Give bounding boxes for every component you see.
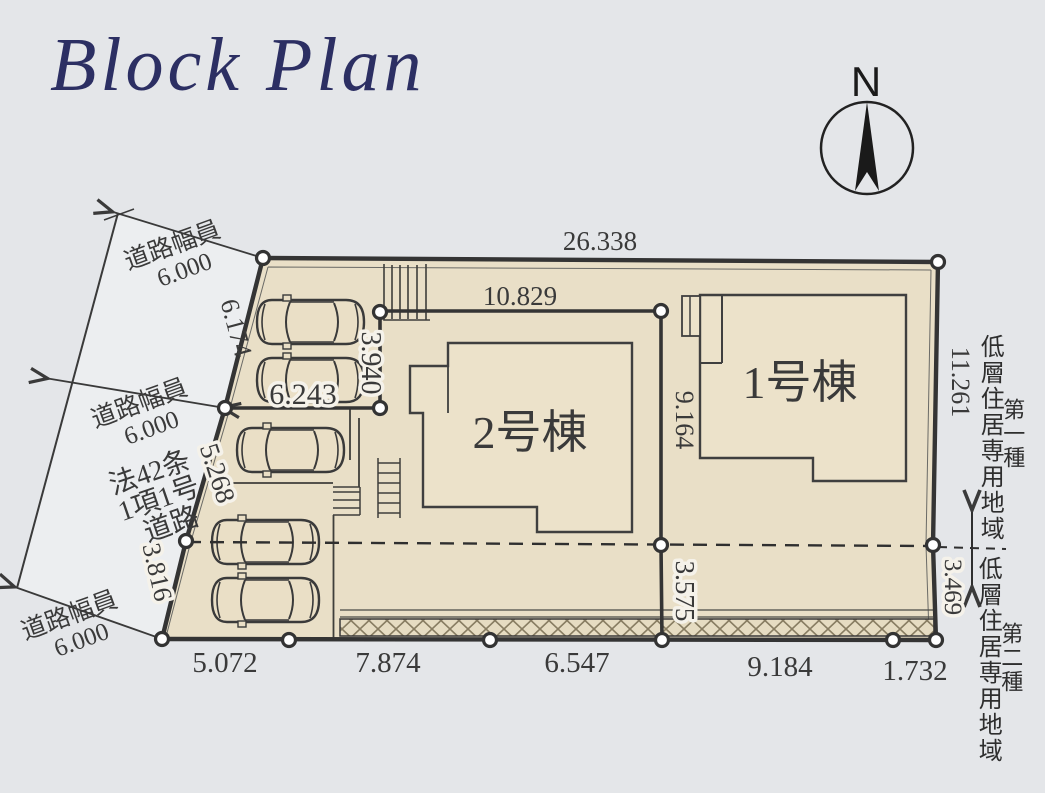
dim-bottom-3: 6.547 (544, 647, 609, 679)
dim-bottom-4: 9.184 (747, 651, 813, 683)
compass: N (819, 58, 915, 196)
road-width-lines (12, 209, 264, 640)
zoning-boundary-dashed-line (186, 540, 934, 548)
dim-bottom-5: 1.732 (882, 655, 947, 687)
zone1-main: 低層住居専用地域 (976, 334, 1003, 542)
car-5 (210, 571, 321, 629)
walkway-edge (340, 609, 933, 618)
walk-divider-lines (222, 408, 360, 638)
road-area (17, 213, 263, 639)
building-1-label: 1号棟 (743, 357, 858, 408)
dim-right-lower: 3.469 (939, 559, 966, 615)
zone2-main: 低層住居専用地域 (974, 556, 1001, 764)
zone-label-category2: 第二種 低層住居専用地域 (974, 556, 1024, 764)
building-2-footprint (408, 341, 634, 534)
zone-label-category1: 第一種 低層住居専用地域 (976, 334, 1026, 542)
dim-right-upper: 11.261 (946, 347, 975, 418)
dim-plot-div-upper: 9.164 (670, 391, 699, 450)
dim-bottom-1: 5.072 (192, 647, 257, 679)
dim-plot2-top: 10.829 (483, 281, 557, 311)
compass-north-label: N (851, 58, 881, 105)
building-2-label: 2号棟 (473, 407, 588, 458)
page-title: Block Plan (50, 23, 426, 107)
stairs-entrance (333, 458, 401, 518)
dim-bottom-2: 7.874 (355, 647, 421, 679)
building-1-footprint (681, 293, 908, 483)
boundary-markers (153, 249, 947, 649)
zone2-prefix: 第二種 (998, 622, 1024, 694)
dim-park-width: 6.243 (269, 378, 337, 411)
hatched-strip (339, 618, 935, 637)
car-1 (255, 293, 366, 351)
compass-needle (855, 102, 879, 191)
site-boundary-lines (159, 255, 941, 643)
zone1-prefix: 第一種 (1000, 398, 1026, 470)
car-3 (235, 421, 346, 479)
dim-park-height: 3.940 (355, 332, 386, 395)
dim-top: 26.338 (563, 226, 637, 256)
dim-plot-div-lower: 3.575 (670, 561, 700, 622)
